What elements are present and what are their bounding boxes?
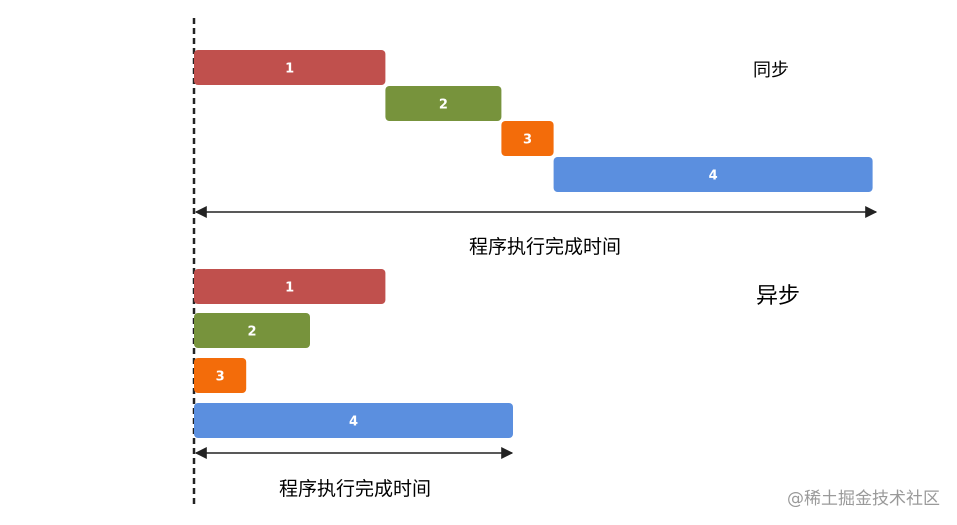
async-task-2-bar (194, 313, 310, 348)
sync-task-4-bar (553, 157, 873, 192)
sync-section: 1 2 3 4 (194, 50, 873, 192)
async-mode-label: 异步 (756, 284, 800, 309)
async-task-4-label: 4 (349, 415, 358, 430)
sync-task-4-label: 4 (709, 169, 718, 184)
sync-task-2-bar (385, 86, 502, 121)
async-task-3-bar (194, 358, 247, 393)
sync-task-2-label: 2 (439, 98, 448, 113)
sync-task-1-label: 1 (285, 62, 294, 77)
sync-total-time-label: 程序执行完成时间 (469, 236, 621, 258)
async-task-4-bar (194, 403, 513, 438)
async-task-2-label: 2 (247, 325, 256, 340)
async-task-1-bar (194, 269, 386, 304)
async-total-time-label: 程序执行完成时间 (279, 478, 431, 500)
sync-mode-label: 同步 (753, 60, 789, 81)
watermark-text: @稀土掘金技术社区 (787, 489, 940, 509)
sync-task-1-bar (194, 50, 386, 85)
sync-task-3-bar (501, 121, 554, 156)
async-task-1-label: 1 (285, 281, 294, 296)
async-section: 1 2 3 4 (194, 269, 513, 438)
sync-task-3-label: 3 (523, 133, 532, 148)
async-task-3-label: 3 (216, 370, 225, 385)
